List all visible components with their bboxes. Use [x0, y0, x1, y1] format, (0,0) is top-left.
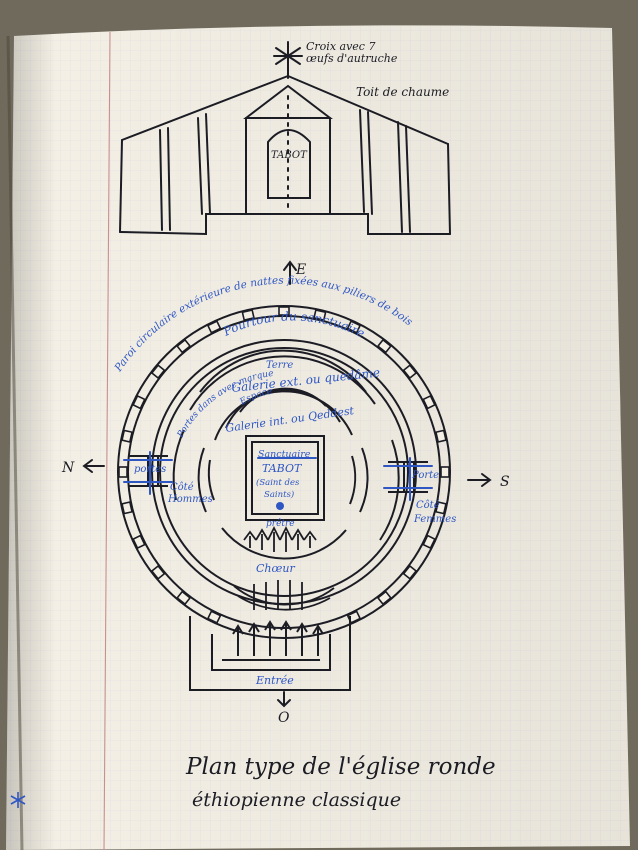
- tabot-door: [267, 129, 311, 199]
- outer-wall-ring: [117, 305, 451, 639]
- priest-dot: [276, 502, 284, 510]
- north-arrow: [82, 459, 105, 473]
- wall-pillar: [422, 534, 436, 550]
- wall-pillar: [434, 501, 447, 515]
- choir-label: Chœur: [256, 562, 295, 575]
- women-side-line1: Côté: [416, 500, 440, 511]
- wall-pillar: [121, 501, 134, 515]
- wall-pillar: [313, 309, 327, 322]
- wall-pillar: [346, 320, 362, 334]
- choir-arrows: [233, 525, 335, 611]
- right-door-label: Porte: [411, 470, 439, 481]
- compass-arrows: [82, 260, 492, 708]
- roof-note: Toit de chaume: [356, 85, 449, 99]
- holy-of-holies-line1: (Saint des: [256, 477, 300, 488]
- south-arrow: [467, 473, 492, 487]
- wall-pillar: [118, 466, 128, 478]
- wall-pillar: [278, 306, 290, 316]
- wall-pillar: [376, 590, 392, 606]
- men-door: [128, 455, 168, 487]
- entrance-label: Entrée: [255, 674, 294, 687]
- wall-pillar: [176, 590, 192, 606]
- terrace-label: Terre: [266, 360, 293, 371]
- sanctuary-box: [245, 435, 325, 521]
- men-side-line1: Côté: [170, 482, 194, 493]
- caption-line1: Plan type de l'église ronde: [185, 754, 496, 780]
- sanctuary-tabot-label: TABOT: [262, 462, 303, 475]
- east-label: E: [295, 262, 306, 278]
- wall-pillar: [440, 466, 450, 478]
- cross-note-2: œufs d'autruche: [306, 52, 398, 65]
- women-side-line2: Femmes: [413, 514, 456, 525]
- priest-label: prêtre: [266, 518, 295, 529]
- church-elevation: [119, 41, 451, 236]
- margin-line: [103, 31, 111, 850]
- cross-icon: [273, 41, 303, 79]
- blue-door-marks: [123, 451, 433, 501]
- wall-pillar: [434, 429, 447, 443]
- caption-line2: éthiopienne classique: [192, 789, 401, 811]
- left-door-label: portes: [134, 464, 166, 475]
- men-side-line2: Hommes: [167, 494, 213, 505]
- west-label: O: [278, 710, 290, 726]
- notebook-page: [6, 25, 630, 850]
- east-arrow: [283, 260, 297, 285]
- thatched-roof: [121, 75, 449, 145]
- sanctuary-label: Sanctuaire: [258, 449, 311, 460]
- wall-pillar: [241, 309, 255, 322]
- entrance-porch: [189, 616, 351, 691]
- wall-pillar: [206, 320, 222, 334]
- west-arrow: [277, 691, 291, 708]
- asterisk-icon: [10, 792, 26, 808]
- elevation-tabot-label: TABOT: [271, 150, 308, 161]
- binding-edge: [6, 35, 24, 850]
- wall-pillar: [132, 534, 146, 550]
- church-plan: [117, 305, 451, 691]
- wall-pillar: [402, 364, 418, 380]
- wall-pillar: [402, 564, 418, 580]
- wall-pillar: [176, 338, 192, 354]
- north-label: N: [61, 460, 75, 476]
- wall-pillar: [206, 610, 222, 624]
- wall-pillar: [132, 394, 146, 410]
- wall-pillar: [376, 338, 392, 354]
- wall-pillar: [150, 364, 166, 380]
- women-door: [388, 461, 428, 493]
- holy-of-holies-line2: Saints): [264, 489, 294, 500]
- wall-pillar: [150, 564, 166, 580]
- south-label: S: [500, 474, 510, 490]
- wall-pillar: [422, 394, 436, 410]
- cross-note-1: Croix avec 7: [306, 40, 375, 53]
- wall-pillar: [121, 429, 134, 443]
